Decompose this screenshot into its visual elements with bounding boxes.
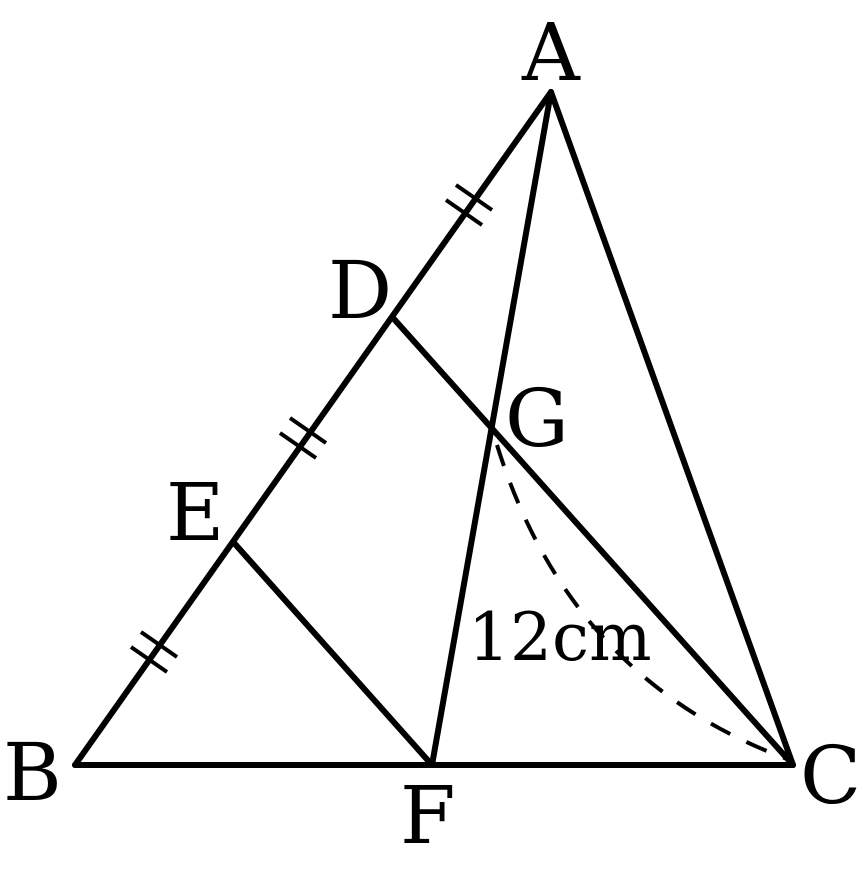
segment-AF	[429, 89, 554, 768]
segment-EF	[232, 541, 435, 768]
segment-AC	[548, 89, 796, 768]
label-F: F	[400, 769, 456, 862]
tick-mark-DE	[278, 416, 328, 460]
label-G: G	[505, 372, 569, 465]
tick-mark-EB	[129, 630, 179, 674]
label-A: A	[521, 6, 581, 99]
segment-DC	[391, 316, 796, 768]
label-C: C	[800, 729, 861, 822]
measurement-label: 12cm	[468, 599, 652, 676]
label-E: E	[166, 466, 224, 559]
label-B: B	[3, 726, 62, 819]
label-D: D	[328, 244, 392, 337]
segment-AB	[72, 89, 554, 768]
tick-mark-AD	[444, 183, 494, 227]
